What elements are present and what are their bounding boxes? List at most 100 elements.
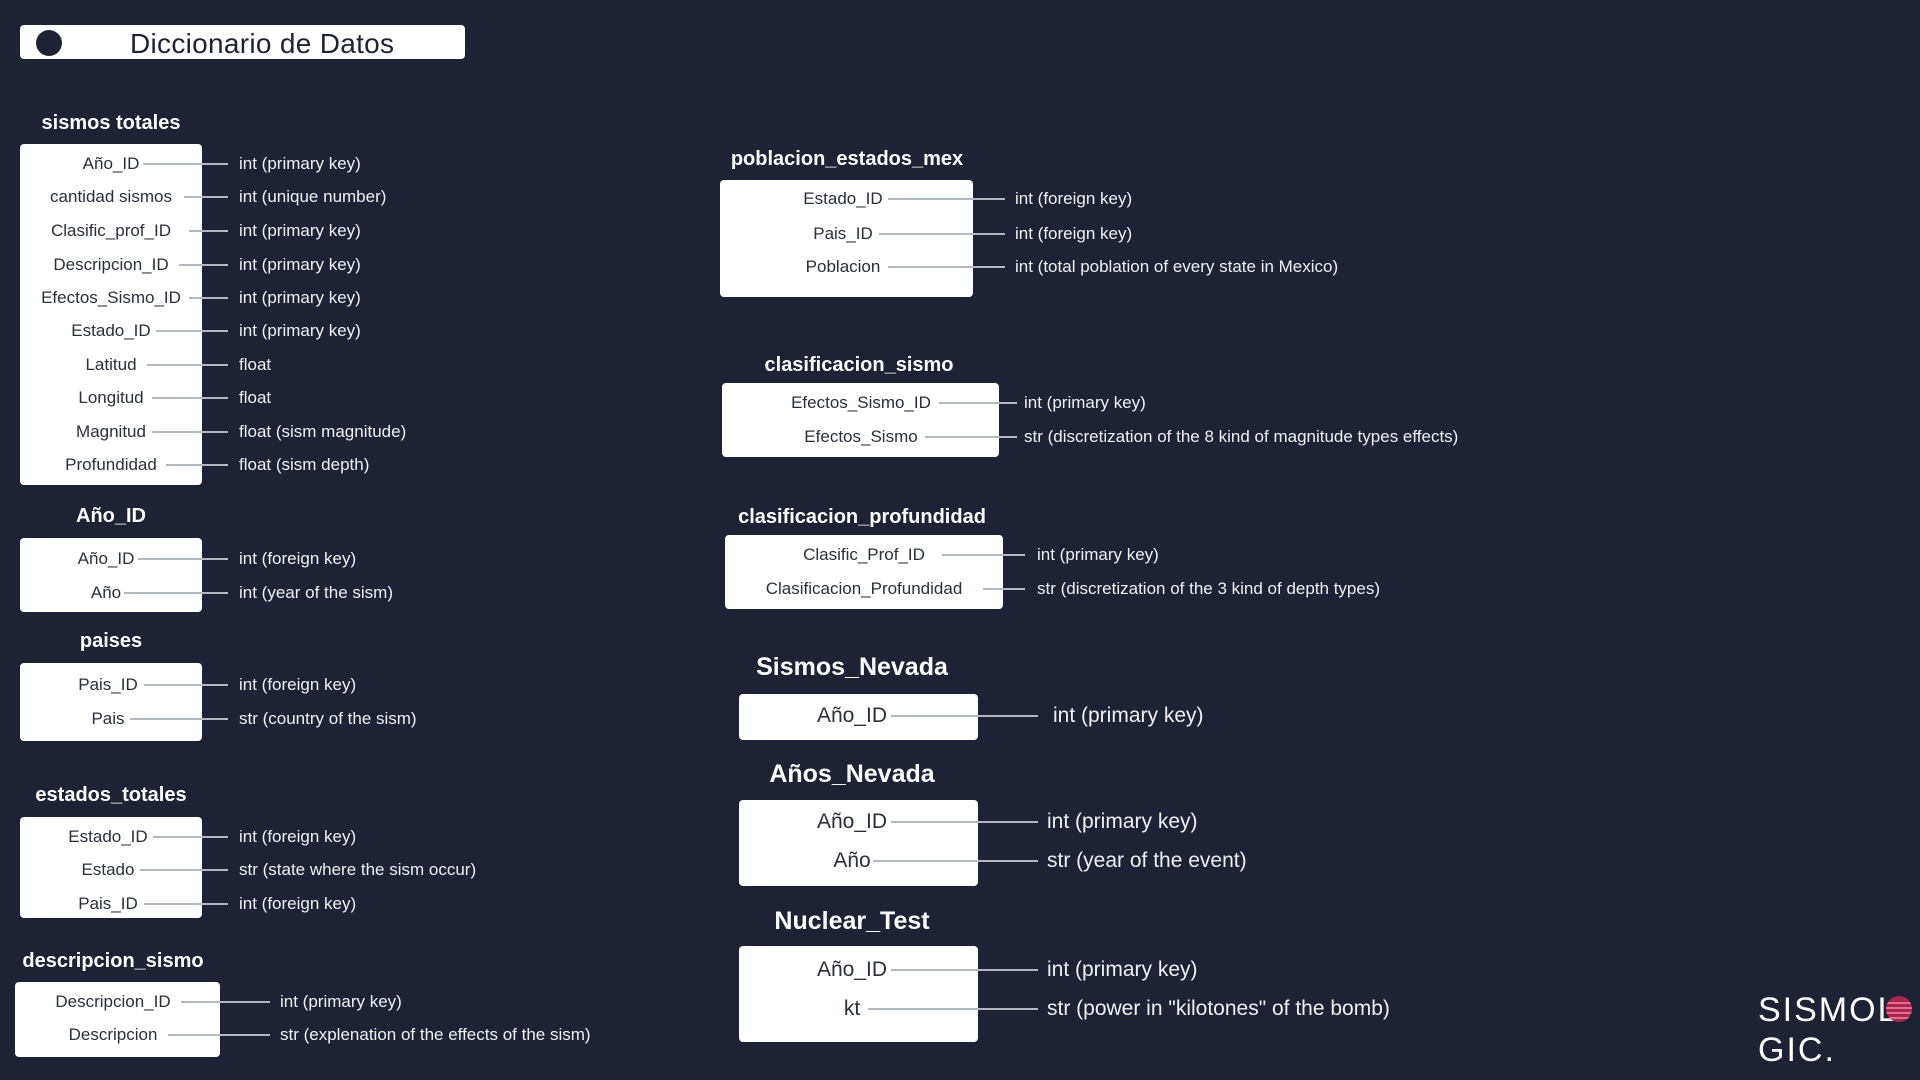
connector-line [939,402,1017,404]
field-description: int (total poblation of every state in M… [1015,257,1339,276]
table-box [20,538,202,612]
field-description: int (foreign key) [1015,224,1133,243]
field-description: int (primary key) [239,221,361,240]
connector-line [147,364,228,366]
field-description: int (unique number) [239,187,387,206]
field-name: Descripcion_ID [53,255,169,274]
table-title: descripcion_sismo [22,950,204,972]
table-title: Años_Nevada [769,760,935,788]
field-name: Latitud [85,355,137,374]
field-name: Longitud [78,388,144,407]
field-description: str (year of the event) [1047,849,1247,872]
connector-line [891,969,1038,971]
field-description: int (primary key) [1037,545,1159,564]
field-description: str (power in "kilotones" of the bomb) [1047,997,1390,1020]
connector-line [152,397,228,399]
connector-line [891,715,1038,717]
field-name: Efectos_Sismo [804,427,918,446]
connector-line [189,297,228,299]
connector-line [144,684,228,686]
field-description: int (foreign key) [1015,189,1133,208]
field-name: cantidad sismos [50,187,172,206]
field-name: Estado_ID [68,827,148,846]
connector-line [868,1008,1038,1010]
logo-line-2: GIC. [1758,1031,1836,1069]
field-description: int (foreign key) [239,827,357,846]
table-box [725,535,1003,609]
field-name: Clasific_prof_ID [51,221,171,240]
field-description: str (country of the sism) [239,709,417,728]
connector-line [166,464,228,466]
table-box [20,817,202,918]
connector-line [983,588,1025,590]
connector-line [888,266,1005,268]
field-name: Estado [81,860,135,879]
table-title: Año_ID [76,505,146,527]
field-name: Año_ID [816,810,888,833]
field-name: Efectos_Sismo_ID [791,393,931,412]
field-name: Profundidad [65,455,157,474]
field-name: Descripcion_ID [55,992,171,1011]
field-description: float (sism magnitude) [239,422,407,441]
field-name: Estado_ID [803,189,883,208]
field-description: int (primary key) [239,154,361,173]
field-description: float [239,388,272,407]
field-name: Pais_ID [78,675,138,694]
field-description: str (state where the sism occur) [239,860,477,879]
field-name: Pais_ID [813,224,873,243]
field-name: kt [843,997,861,1020]
connector-line [124,592,228,594]
field-name: Estado_ID [71,321,151,340]
connector-line [152,431,228,433]
connector-line [888,198,1005,200]
field-name: Clasificacion_Profundidad [765,579,963,598]
sismologic-logo: SISMOL GIC. [1758,990,1918,1070]
field-description: int (primary key) [1047,810,1198,833]
table-box [739,800,978,886]
field-description: int (primary key) [239,288,361,307]
field-name: Magnitud [76,422,146,441]
connector-line [179,264,228,266]
table-title: estados_totales [35,784,187,806]
table-title: Sismos_Nevada [756,653,948,681]
field-description: str (discretization of the 3 kind of dep… [1037,579,1381,598]
connector-line [189,230,228,232]
field-name: Año [90,583,122,602]
field-name: Pais [91,709,125,728]
connector-line [168,1034,270,1036]
field-name: Clasific_Prof_ID [803,545,925,564]
connector-line [130,718,228,720]
field-description: int (primary key) [239,255,361,274]
field-description: float (sism depth) [239,455,370,474]
field-name: Año [833,849,871,872]
table-box [20,144,202,485]
field-name: Efectos_Sismo_ID [41,288,181,307]
field-name: Año_ID [816,958,888,981]
connector-line [184,196,228,198]
field-name: Año_ID [77,549,135,568]
table-box [739,946,978,1042]
connector-line [879,233,1005,235]
field-name: Poblacion [805,257,881,276]
connector-line [153,836,228,838]
table-box [20,663,202,741]
field-description: int (primary key) [239,321,361,340]
table-title: clasificacion_profundidad [738,506,986,528]
field-description: str (discretization of the 8 kind of mag… [1024,427,1459,446]
connector-line [140,869,228,871]
connector-line [156,330,228,332]
table-box [739,694,978,740]
connector-line [891,821,1038,823]
connector-line [925,436,1017,438]
field-description: int (primary key) [1024,393,1146,412]
header-bar: Diccionario de Datos [20,25,465,59]
table-box [722,383,999,457]
connector-line [144,903,228,905]
page-title: Diccionario de Datos [130,28,395,59]
connector-line [942,554,1025,556]
field-name: Año_ID [82,154,140,173]
connector-line [873,860,1038,862]
connector-line [181,1001,270,1003]
field-name: Descripcion [68,1025,158,1044]
field-description: float [239,355,272,374]
